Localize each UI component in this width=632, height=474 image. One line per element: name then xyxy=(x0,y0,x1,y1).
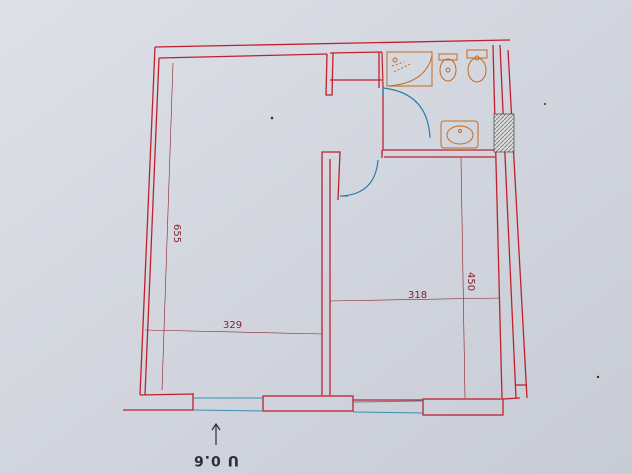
shower-icon xyxy=(386,51,433,87)
storage-niche xyxy=(330,51,384,87)
left-room-width-label: 329 xyxy=(223,320,242,331)
left-room-height-label: 655 xyxy=(171,224,182,243)
right-room-height-label: 450 xyxy=(465,272,476,291)
section-label: U 0.6 xyxy=(193,452,239,468)
paper-mark xyxy=(270,116,274,120)
washbasin-icon xyxy=(440,120,479,149)
ventilation-shaft xyxy=(493,113,515,153)
paper-mark xyxy=(544,103,546,105)
windows xyxy=(192,397,424,414)
bidet-icon xyxy=(438,53,458,82)
bathroom-walls xyxy=(378,52,495,158)
dimension-lines xyxy=(144,62,501,399)
paper-mark xyxy=(596,375,600,379)
middle-partition xyxy=(321,52,341,395)
door-arcs xyxy=(339,87,431,197)
left-wall xyxy=(139,46,160,396)
top-wall xyxy=(154,39,511,59)
section-arrow xyxy=(211,422,221,445)
right-wall xyxy=(492,44,528,399)
right-room-width-label: 318 xyxy=(408,290,427,301)
toilet-icon xyxy=(466,49,488,83)
